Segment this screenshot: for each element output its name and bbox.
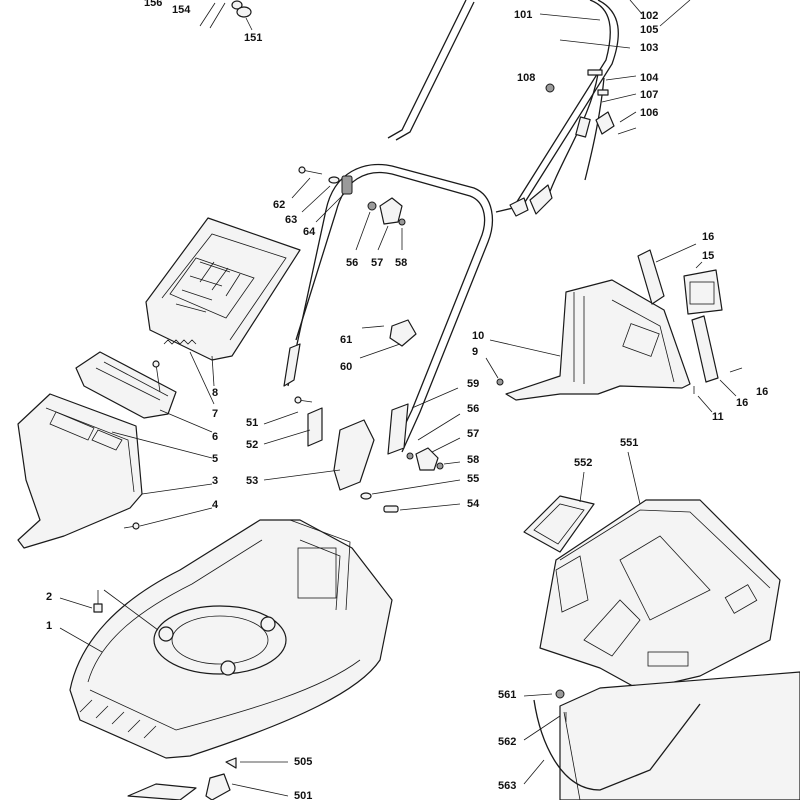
part-4-screw xyxy=(123,507,213,530)
label-15: 15 xyxy=(702,250,714,262)
label-3: 3 xyxy=(212,475,218,487)
label-106: 106 xyxy=(640,107,658,119)
label-58-upper: 58 xyxy=(395,257,407,269)
label-16-bottom: 16 xyxy=(736,397,748,409)
label-1: 1 xyxy=(46,620,52,632)
part-59-lower-handle xyxy=(283,163,494,455)
label-51: 51 xyxy=(246,417,258,429)
label-107: 107 xyxy=(640,89,658,101)
label-561: 561 xyxy=(498,689,516,701)
label-108: 108 xyxy=(517,72,535,84)
label-59: 59 xyxy=(467,378,479,390)
label-56-lower: 56 xyxy=(467,403,479,415)
part-561-563-grass-bag xyxy=(523,671,800,800)
part-6-bracket xyxy=(75,351,213,433)
label-5: 5 xyxy=(212,453,218,465)
part-56-58-knob-upper xyxy=(355,197,406,251)
label-62: 62 xyxy=(273,199,285,211)
part-10-rear-guard xyxy=(485,279,691,401)
label-4: 4 xyxy=(212,499,219,511)
label-16-top: 16 xyxy=(702,231,714,243)
label-63: 63 xyxy=(285,214,297,226)
label-60: 60 xyxy=(340,361,352,373)
label-551: 551 xyxy=(620,437,638,449)
label-6: 6 xyxy=(212,431,218,443)
label-552: 552 xyxy=(574,457,592,469)
label-11: 11 xyxy=(712,411,724,423)
label-101: 101 xyxy=(514,9,532,21)
part-labels: 156 154 151 101 102 105 103 108 104 107 … xyxy=(46,0,768,800)
label-10: 10 xyxy=(472,330,484,342)
label-151: 151 xyxy=(244,32,262,44)
part-7-spring xyxy=(163,339,215,405)
label-52: 52 xyxy=(246,439,258,451)
label-505: 505 xyxy=(294,756,312,768)
label-562: 562 xyxy=(498,736,516,748)
label-102: 102 xyxy=(640,10,658,22)
label-64: 64 xyxy=(303,226,316,238)
label-16-right: 16 xyxy=(756,386,768,398)
label-2: 2 xyxy=(46,591,52,603)
label-57-upper: 57 xyxy=(371,257,383,269)
part-552-cover xyxy=(523,471,595,553)
label-53: 53 xyxy=(246,475,258,487)
label-55: 55 xyxy=(467,473,479,485)
part-2-bolt xyxy=(59,589,159,653)
part-51-53-bracket xyxy=(263,396,375,491)
part-501-505-blade-parts xyxy=(127,757,289,800)
part-15-16-hinges xyxy=(637,243,743,413)
label-103: 103 xyxy=(640,42,658,54)
part-1-deck xyxy=(69,519,393,759)
label-104: 104 xyxy=(640,72,659,84)
part-551-grass-box-top xyxy=(539,451,781,691)
part-101-upper-handle xyxy=(387,0,691,213)
label-154: 154 xyxy=(172,4,191,16)
part-151-washers xyxy=(199,0,253,31)
label-54: 54 xyxy=(467,498,480,510)
label-501: 501 xyxy=(294,790,312,800)
part-3-rear-flap xyxy=(17,393,213,549)
part-103-107-cables xyxy=(509,39,637,217)
label-57-lower: 57 xyxy=(467,428,479,440)
label-61: 61 xyxy=(340,334,352,346)
label-8: 8 xyxy=(212,387,218,399)
part-8-engine-cover xyxy=(145,217,301,387)
part-62-64-screws xyxy=(291,166,353,223)
label-9: 9 xyxy=(472,346,478,358)
part-54-58-knob-lower xyxy=(360,387,461,513)
label-7: 7 xyxy=(212,408,218,420)
label-56-upper: 56 xyxy=(346,257,358,269)
part-60-61-lever xyxy=(359,319,417,359)
label-105: 105 xyxy=(640,24,658,36)
label-58-lower: 58 xyxy=(467,454,479,466)
label-156: 156 xyxy=(144,0,162,9)
label-563: 563 xyxy=(498,780,516,792)
